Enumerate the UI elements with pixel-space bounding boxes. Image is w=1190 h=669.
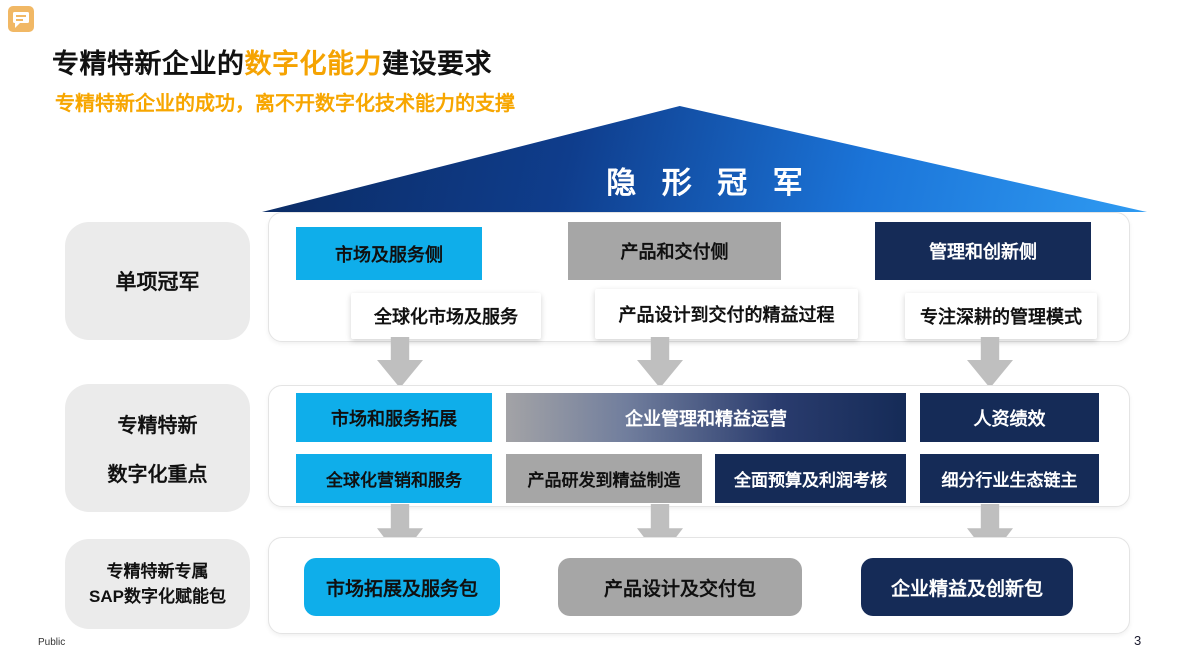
footer-classification: Public <box>38 637 66 648</box>
row1-panel: 市场及服务侧 产品和交付侧 管理和创新侧 全球化市场及服务 产品设计到交付的精益… <box>268 212 1130 342</box>
sidebar-row3-line1: 专精特新专属 <box>106 561 209 581</box>
sidebar-sap-package: 专精特新专属 SAP数字化赋能包 <box>65 539 250 629</box>
row3-box-lean-innovation-package: 企业精益及创新包 <box>861 558 1073 616</box>
title-highlight: 数字化能力 <box>244 49 382 79</box>
row1-sublabel-management-model: 专注深耕的管理模式 <box>905 293 1097 339</box>
row3-panel: 市场拓展及服务包 产品设计及交付包 企业精益及创新包 <box>268 537 1130 634</box>
comment-icon[interactable] <box>8 6 34 32</box>
row1-box-market-service: 市场及服务侧 <box>296 227 482 280</box>
row1-box-management-innovation: 管理和创新侧 <box>875 222 1091 280</box>
row2-box-ecosystem-leader: 细分行业生态链主 <box>920 454 1099 503</box>
row2-box-rd-to-lean: 产品研发到精益制造 <box>506 454 702 503</box>
row1-sublabel-lean-process: 产品设计到交付的精益过程 <box>595 289 858 339</box>
sidebar-row2-line2: 数字化重点 <box>107 464 208 486</box>
comment-bubble-shape <box>13 12 29 28</box>
sidebar-digital-focus: 专精特新 数字化重点 <box>65 384 250 512</box>
row2-box-lean-operation: 企业管理和精益运营 <box>506 393 906 442</box>
down-arrow <box>637 337 683 388</box>
sidebar-row3-line2: SAP数字化赋能包 <box>89 587 226 606</box>
sidebar-single-champion: 单项冠军 <box>65 222 250 340</box>
row1-box-product-delivery: 产品和交付侧 <box>568 222 781 280</box>
title-suffix: 建设要求 <box>382 49 492 79</box>
page-number: 3 <box>1134 633 1142 648</box>
down-arrow <box>377 337 423 388</box>
sidebar-row1-label: 单项冠军 <box>115 271 200 294</box>
title-prefix: 专精特新企业的 <box>52 49 245 79</box>
roof-label: 隐形冠军 <box>606 167 829 200</box>
row2-box-global-marketing: 全球化营销和服务 <box>296 454 492 503</box>
row1-sublabel-global-market: 全球化市场及服务 <box>351 293 541 339</box>
row2-panel: 市场和服务拓展 企业管理和精益运营 人资绩效 全球化营销和服务 产品研发到精益制… <box>268 385 1130 507</box>
sidebar-row2-line1: 专精特新 <box>117 415 198 437</box>
down-arrow <box>967 337 1013 388</box>
row2-box-hr-performance: 人资绩效 <box>920 393 1099 442</box>
row3-box-market-package: 市场拓展及服务包 <box>304 558 500 616</box>
roof-triangle: 隐形冠军 <box>262 106 1147 212</box>
row3-box-design-delivery-package: 产品设计及交付包 <box>558 558 802 616</box>
row2-box-budget-profit: 全面预算及利润考核 <box>715 454 906 503</box>
page-title: 专精特新企业的数字化能力建设要求 <box>52 42 492 81</box>
page-subtitle: 专精特新企业的成功，离不开数字化技术能力的支撑 <box>55 93 515 115</box>
row2-box-market-expansion: 市场和服务拓展 <box>296 393 492 442</box>
